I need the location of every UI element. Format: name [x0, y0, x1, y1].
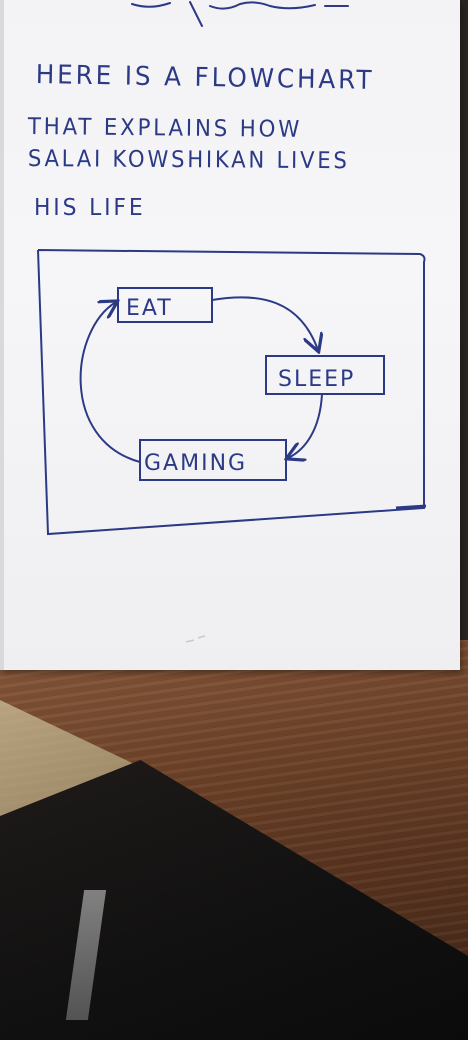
- edge-eat-to-sleep: [211, 296, 318, 350]
- paper-sheet: HERE IS A FLOWCHART THAT EXPLAINS HOW SA…: [0, 0, 460, 670]
- edge-gaming-to-eat: [79, 302, 141, 463]
- edge-sleep-to-gaming: [288, 393, 323, 458]
- node-sleep-label: SLEEP: [278, 367, 355, 392]
- node-sleep: SLEEP: [265, 355, 385, 395]
- node-eat: EAT: [117, 287, 213, 323]
- top-handwriting-fragment: [131, 1, 349, 27]
- node-gaming: GAMING: [139, 439, 287, 481]
- paper-edge: [0, 0, 4, 670]
- node-eat-label: EAT: [126, 296, 173, 321]
- flowchart: EAT SLEEP GAMING: [37, 249, 427, 643]
- flowchart-frame: [37, 249, 426, 536]
- paper-smudge: [185, 635, 206, 643]
- heading-line-4: HIS LIFE: [34, 195, 146, 221]
- node-sleep-box: [265, 355, 385, 395]
- frame-corner-mark: [395, 504, 427, 510]
- node-gaming-label: GAMING: [144, 451, 247, 476]
